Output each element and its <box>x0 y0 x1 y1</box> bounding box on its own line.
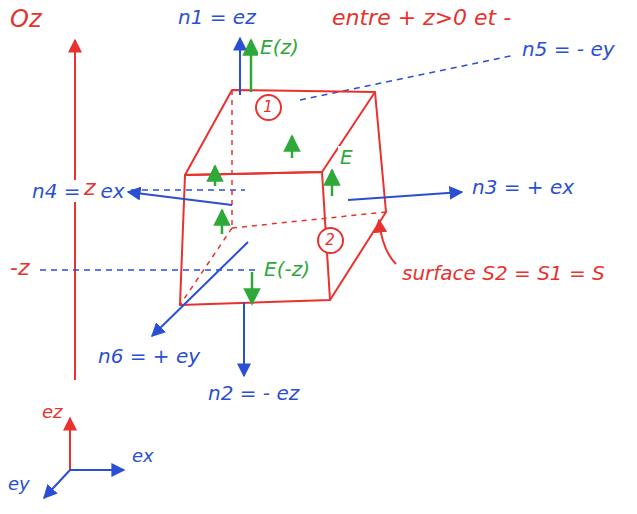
height-label: -z <box>8 256 32 280</box>
hidden-edges <box>180 90 386 305</box>
surface-note: surface S2 = S1 = S <box>400 262 607 284</box>
circled-number: 1 <box>255 94 282 121</box>
axis-name: Oz <box>8 6 44 32</box>
unit-vector-label: ez <box>40 402 65 422</box>
normal-label: n1 = ez <box>176 6 258 28</box>
normal-label: n4 = - ex <box>30 180 127 202</box>
field-label: E(-z) <box>262 258 312 280</box>
normal-vectors <box>128 38 462 376</box>
normal-label: n2 = - ez <box>206 382 301 404</box>
box-edges <box>180 90 386 305</box>
number-text: 1 <box>263 100 273 115</box>
level-line <box>40 269 256 271</box>
normal-label: n6 = + ey <box>96 345 202 367</box>
axis-triad <box>44 418 124 498</box>
unit-vector-label: ex <box>130 446 156 466</box>
leader-line <box>300 55 515 100</box>
field-label: E(z) <box>258 36 301 58</box>
height-label: z <box>82 176 98 200</box>
circled-number: 2 <box>317 227 344 254</box>
z-axis <box>74 40 76 380</box>
note-text: entre + z>0 et - <box>330 6 513 30</box>
field-label: E <box>338 146 355 168</box>
unit-vector-label: ey <box>6 474 32 494</box>
pointer-arrow <box>379 220 396 264</box>
normal-label: n3 = + ex <box>470 176 576 198</box>
normal-label: n5 = - ey <box>520 38 617 60</box>
number-text: 2 <box>325 233 335 248</box>
field-vectors <box>215 40 332 304</box>
